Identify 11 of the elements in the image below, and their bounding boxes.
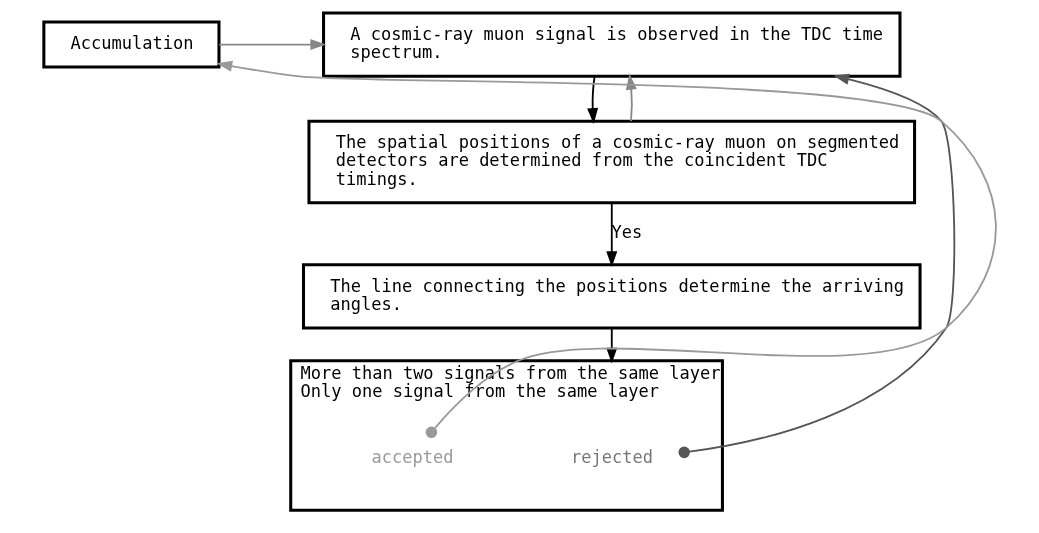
arrow <box>586 75 598 124</box>
arrow <box>605 201 617 268</box>
arrow <box>217 39 326 51</box>
node-text: accepted <box>371 447 454 468</box>
node-box: The spatial positions of a cosmic-ray muon on segmented detectors are determined from the coincident TDC timings. <box>306 119 916 205</box>
node-box: A cosmic-ray muon signal is observed in the TDC time spectrum. <box>321 11 901 78</box>
arrow <box>215 60 997 439</box>
node-box: Accumulation <box>41 20 220 69</box>
node-text: rejected <box>570 447 653 468</box>
node-box: The line connecting the positions determine the arriving angles. <box>301 263 922 330</box>
arrow <box>677 73 955 459</box>
